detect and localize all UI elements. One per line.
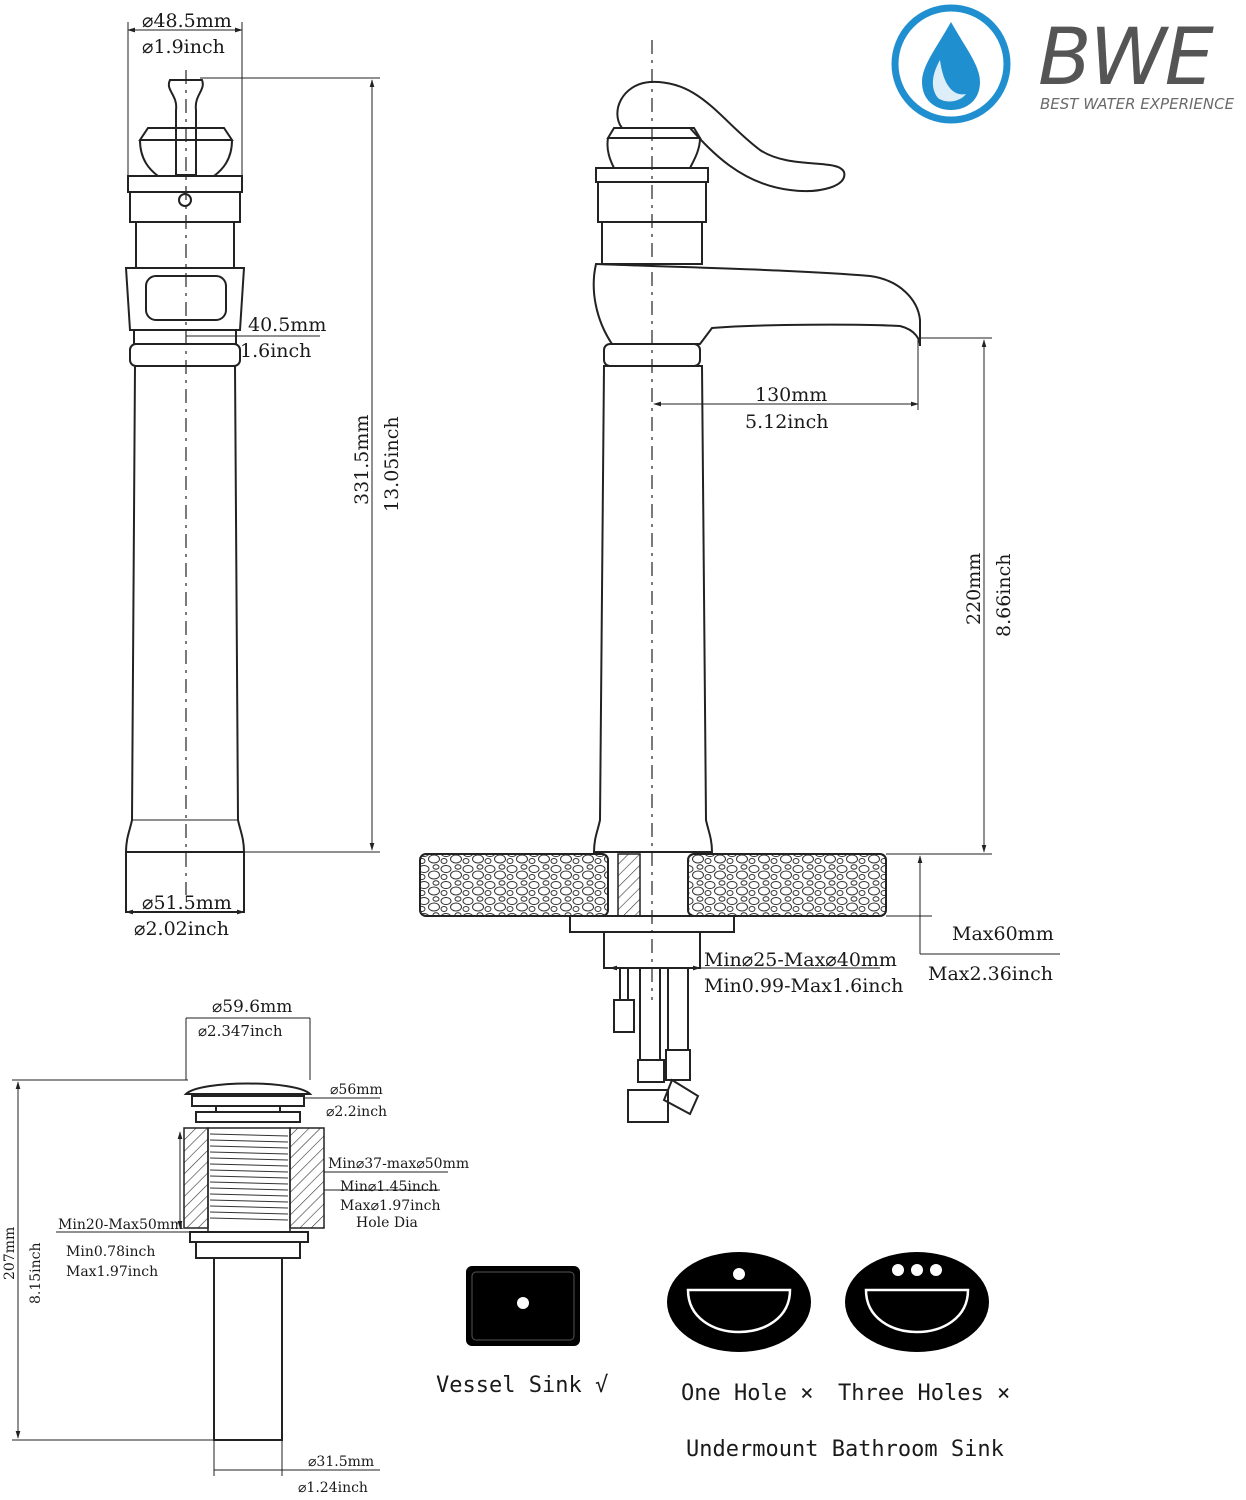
mount-hole-mm: Min⌀25-Max⌀40mm <box>704 949 897 971</box>
sink-thickness-min-in: Min0.78inch <box>66 1244 155 1260</box>
vessel-sink-label: Vessel Sink √ <box>436 1373 608 1398</box>
drain-height-in: 8.15inch <box>28 1242 44 1304</box>
pipe-diameter-mm: ⌀31.5mm <box>308 1454 374 1470</box>
one-hole-label: One Hole × <box>681 1381 813 1406</box>
flange-diameter-in: ⌀2.2inch <box>326 1104 387 1120</box>
deck-thickness-in: Max2.36inch <box>928 963 1053 985</box>
logo-ring <box>891 4 1011 124</box>
flange-diameter-mm: ⌀56mm <box>330 1082 383 1098</box>
brand-logo: BWE BEST WATER EXPERIENCE <box>891 4 1235 124</box>
drain-pipe <box>213 1257 283 1441</box>
total-height-mm: 331.5mm <box>351 415 373 505</box>
spout <box>592 262 921 347</box>
handle-width-mm: 40.5mm <box>248 314 326 336</box>
sink-thickness-max-in: Max1.97inch <box>66 1264 158 1280</box>
pop-up-drain: ⌀59.6mm ⌀2.347inch ⌀56mm ⌀2.2inch <box>2 997 469 1496</box>
undermount-label: Undermount Bathroom Sink <box>686 1437 1004 1462</box>
base-diameter-in: ⌀2.02inch <box>134 918 229 940</box>
hole-dia-mm: Min⌀37-max⌀50mm <box>328 1156 469 1172</box>
cap-diameter-in: ⌀2.347inch <box>198 1022 283 1040</box>
side-view: 130mm 5.12inch 220mm 8.66inch Max60mm Ma… <box>419 40 1060 1123</box>
faucet-body <box>124 365 246 853</box>
deck-thickness-mm: Max60mm <box>952 923 1054 945</box>
three-holes-sink-icon <box>845 1252 989 1352</box>
three-holes-label: Three Holes × <box>838 1381 1010 1406</box>
logo-tagline: BEST WATER EXPERIENCE <box>1040 95 1235 113</box>
side-body <box>592 365 714 853</box>
handle-width-in: 1.6inch <box>240 340 311 362</box>
pipe-diameter-in: ⌀1.24inch <box>298 1480 368 1496</box>
countertop-left <box>419 853 609 917</box>
mount-hole-in: Min0.99-Max1.6inch <box>704 975 903 997</box>
top-diameter-mm: ⌀48.5mm <box>142 10 232 32</box>
front-view: ⌀48.5mm ⌀1.9inch 40.5mm 1.6inch 331.5mm … <box>124 10 403 940</box>
spout-reach-mm: 130mm <box>755 384 827 406</box>
logo-brand: BWE <box>1038 13 1215 103</box>
spout-height-in: 8.66inch <box>993 554 1015 638</box>
total-height-in: 13.05inch <box>381 416 403 512</box>
top-diameter-in: ⌀1.9inch <box>142 36 225 58</box>
hole-dia-min-in: Min⌀1.45inch <box>340 1179 438 1195</box>
countertop-right <box>687 853 887 917</box>
sink-thickness-mm: Min20-Max50mm <box>58 1217 183 1233</box>
side-lever-handle <box>616 80 846 192</box>
cap-diameter-mm: ⌀59.6mm <box>212 997 292 1017</box>
drain-height-mm: 207mm <box>2 1227 18 1280</box>
hole-dia-label: Hole Dia <box>356 1215 418 1231</box>
base-diameter-mm: ⌀51.5mm <box>142 892 232 914</box>
spout-reach-in: 5.12inch <box>745 411 829 433</box>
one-hole-sink-icon <box>667 1252 811 1352</box>
drain-cap <box>183 1082 313 1095</box>
sink-compatibility: Vessel Sink √ One Hole × Three Holes × U… <box>436 1252 1010 1462</box>
hole-dia-max-in: Max⌀1.97inch <box>340 1198 441 1214</box>
spout-height-mm: 220mm <box>963 553 985 625</box>
